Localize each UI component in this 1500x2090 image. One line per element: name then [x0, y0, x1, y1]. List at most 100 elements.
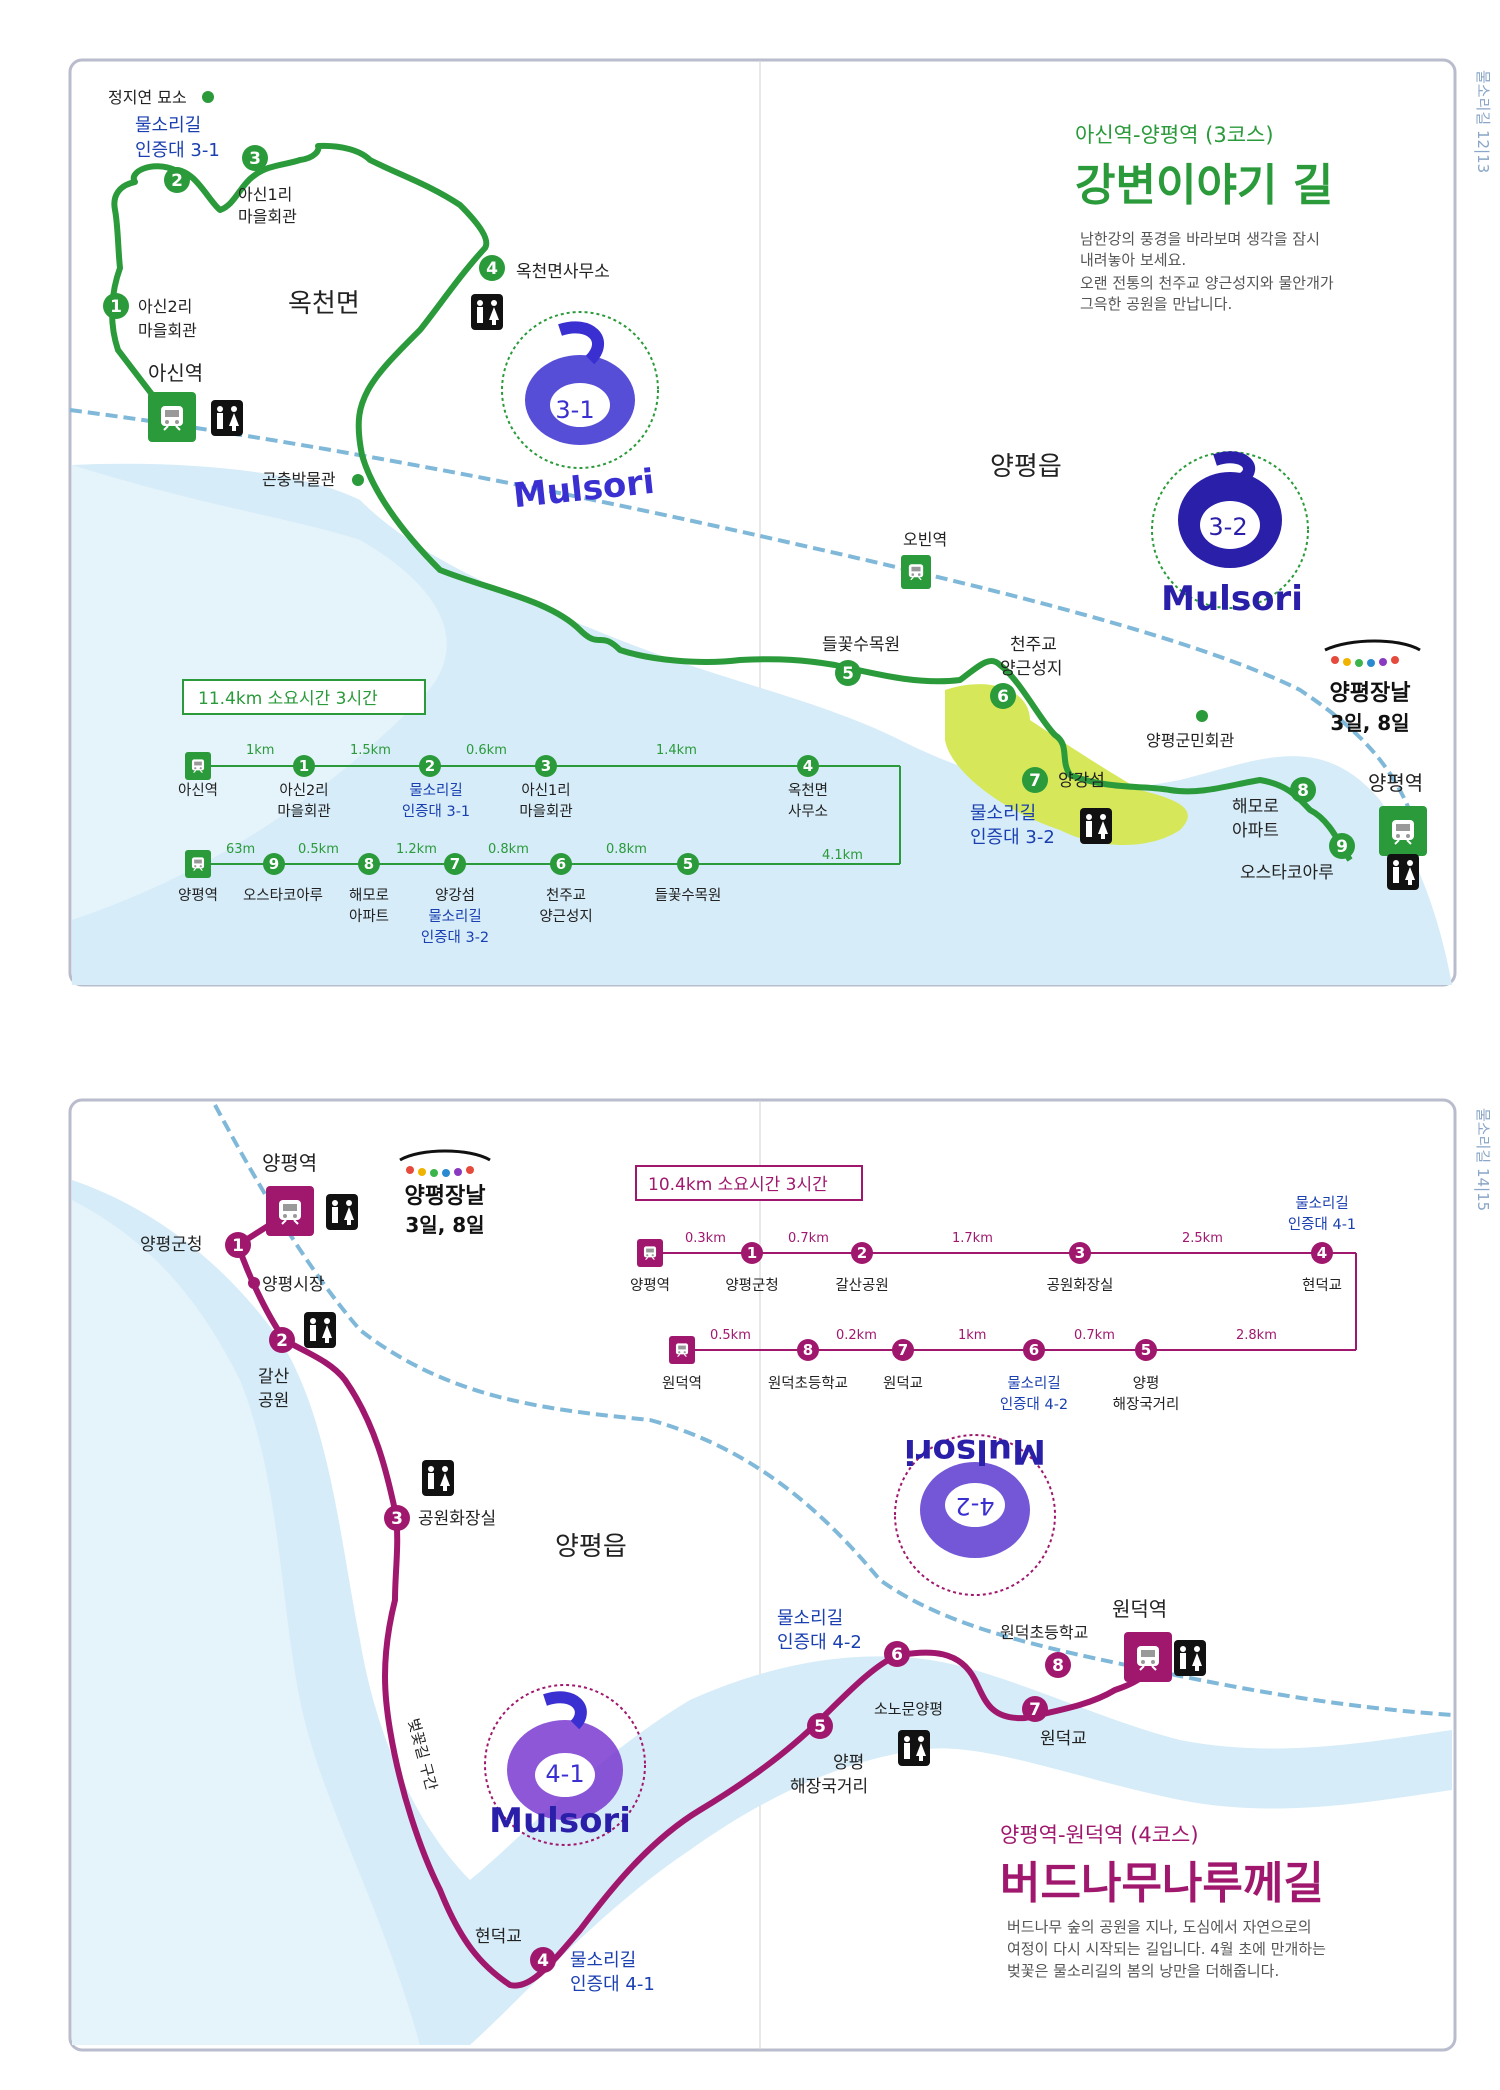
diag-b-r3b: 인증대 4-2 [1000, 1396, 1068, 1413]
label-b-galsan-a: 갈산 [258, 1367, 290, 1387]
dot-market [248, 1277, 260, 1289]
diag-top-r3: 양강섬 [435, 887, 475, 904]
svg-text:6: 6 [891, 1645, 903, 1665]
diag-top-n1: 1 [299, 757, 309, 775]
svg-text:1: 1 [110, 297, 122, 317]
restroom-icon-okcheon [471, 294, 503, 330]
waypoint-b2: 2 [269, 1327, 295, 1353]
stamp41-number: 4-1 [545, 1760, 584, 1788]
label-b-park: 공원화장실 [418, 1509, 496, 1529]
yangpyeong-station-icon-bottom [266, 1186, 314, 1236]
dist-top-r2-0: 63m [226, 842, 255, 857]
label-b-haejang-a: 양평 [833, 1753, 864, 1773]
course4-desc-1: 버드나무 숲의 공원을 지나, 도심에서 자연으로의 [1007, 1918, 1312, 1936]
diag-top-r0: 양평역 [178, 887, 218, 904]
label-asin1a: 아신1리 [238, 185, 292, 204]
label-cert31b: 인증대 3-1 [135, 140, 220, 161]
waypoint-9: 9 [1329, 833, 1355, 859]
svg-text:8: 8 [1297, 781, 1309, 801]
label-b-eup: 양평읍 [555, 1532, 627, 1562]
diag-top-r2a: 해모로 [349, 887, 389, 904]
route-course3 [109, 142, 1353, 862]
restroom-icon-yangpyeong [1387, 854, 1419, 890]
label-yangpyeong-station: 양평역 [1368, 771, 1423, 795]
bottom-map: 1 2 3 4 5 6 7 8 4-1 Mulsori 4-2 Mulsori [68, 1098, 1492, 2052]
diag-top-n6: 6 [556, 855, 566, 873]
summary-box-bottom [635, 1165, 863, 1201]
svg-text:6: 6 [997, 687, 1009, 707]
svg-text:7: 7 [1029, 771, 1041, 791]
dist-b-r2-2: 1km [958, 1328, 986, 1343]
dist-top-r1-2: 0.6km [466, 743, 507, 758]
summary-bottom: 10.4km 소요시간 3시간 [648, 1175, 828, 1195]
diag-b-n2: 2 [857, 1244, 867, 1262]
waypoint-b3: 3 [384, 1505, 410, 1531]
diag-top-r2b: 아파트 [349, 908, 389, 925]
route-course4 [235, 1209, 1153, 1989]
label-b-county: 양평군청 [140, 1235, 203, 1255]
stamp-4-1 [484, 1684, 646, 1846]
top-map: 1 2 3 4 5 6 7 8 9 3-1 Mulsori [68, 58, 1492, 987]
restroom-icon-sono [898, 1730, 930, 1766]
course4-title: 버드나무나루께길 [1000, 1858, 1324, 1909]
stamp41-brand: Mulsori [489, 1801, 631, 1841]
svg-text:3: 3 [391, 1509, 403, 1529]
stamp-4-2: 4-2 Mulsori [894, 1431, 1056, 1596]
dist-top-r2-4: 0.8km [606, 842, 647, 857]
diag-top-r5: 들꽃수목원 [655, 887, 722, 904]
label-b-wondeok: 원덕역 [1112, 1597, 1167, 1621]
svg-text:2: 2 [171, 171, 183, 191]
diag-b-n3: 3 [1075, 1244, 1085, 1262]
label-cheonju-b: 양근성지 [1000, 659, 1063, 679]
label-b-wondeokgyo: 원덕교 [1040, 1729, 1087, 1749]
svg-text:4: 4 [537, 1951, 549, 1971]
label-yangpyeong-eup: 양평읍 [990, 452, 1062, 482]
dist-top-r2-3: 0.8km [488, 842, 529, 857]
diagram-station-yangpyeong [185, 850, 211, 878]
market-title-bottom: 양평장날 [405, 1184, 486, 1209]
restroom-icon-park [422, 1460, 454, 1496]
diag-b-r3a: 물소리길 [1007, 1375, 1060, 1392]
wondeok-station-icon [1124, 1632, 1172, 1682]
dot-jeongjiyeon [202, 91, 214, 103]
diag-top-n9: 9 [269, 855, 279, 873]
market-days: 3일, 8일 [1330, 711, 1409, 735]
waypoints-course3: 1 2 3 4 5 6 7 8 9 [103, 145, 1355, 859]
svg-text:4: 4 [486, 259, 498, 279]
label-b-school: 원덕초등학교 [1000, 1623, 1088, 1642]
diag-top-n8: 8 [364, 855, 374, 873]
diag-b-r4b: 해장국거리 [1113, 1396, 1180, 1413]
waypoint-b8: 8 [1045, 1652, 1071, 1678]
waypoint-b4: 4 [530, 1947, 556, 1973]
stamp32-number: 3-2 [1208, 513, 1247, 541]
waypoint-5: 5 [835, 660, 861, 686]
waypoint-4: 4 [479, 255, 505, 281]
market-days-bottom: 3일, 8일 [405, 1213, 484, 1237]
diag-top-r3c: 물소리길 [428, 908, 481, 925]
course3-desc-2: 내려놓아 보세요. [1080, 251, 1186, 269]
diag-b-r4a: 양평 [1133, 1375, 1160, 1392]
svg-text:7: 7 [1029, 1700, 1041, 1720]
course3-desc-1: 남한강의 풍경을 바라보며 생각을 잠시 [1080, 230, 1320, 248]
restroom-icon-yanggang [1080, 808, 1112, 844]
diag-b-r0: 원덕역 [662, 1375, 702, 1392]
route-diagram-top: 1 2 3 4 9 8 7 6 5 1km 1.5km 0.6km 1.4km … [178, 743, 901, 946]
label-asin1b: 마을회관 [238, 207, 297, 226]
dot-museum [352, 474, 364, 486]
label-obin: 오빈역 [903, 530, 947, 549]
diag-top-l4b: 사무소 [788, 803, 828, 820]
restroom-icon-asin [211, 400, 243, 436]
diag-b-n8: 8 [803, 1341, 813, 1359]
diag-top-r3d: 인증대 3-2 [421, 929, 489, 946]
obin-station-icon [901, 555, 931, 589]
yangpyeong-station-icon [1379, 806, 1427, 856]
diagram-station-asin [185, 752, 211, 780]
restroom-icon-yp [326, 1194, 358, 1230]
railway-line-bottom [213, 1104, 1453, 1717]
course3-desc-3: 오랜 전통의 천주교 양근성지와 물안개가 [1080, 274, 1334, 292]
dist-b-r1-2: 1.7km [952, 1231, 993, 1246]
diag-top-l4a: 옥천면 [788, 782, 828, 799]
label-ostakaru: 오스타코아루 [1240, 863, 1334, 883]
course3-title: 강변이야기 길 [1075, 160, 1333, 211]
